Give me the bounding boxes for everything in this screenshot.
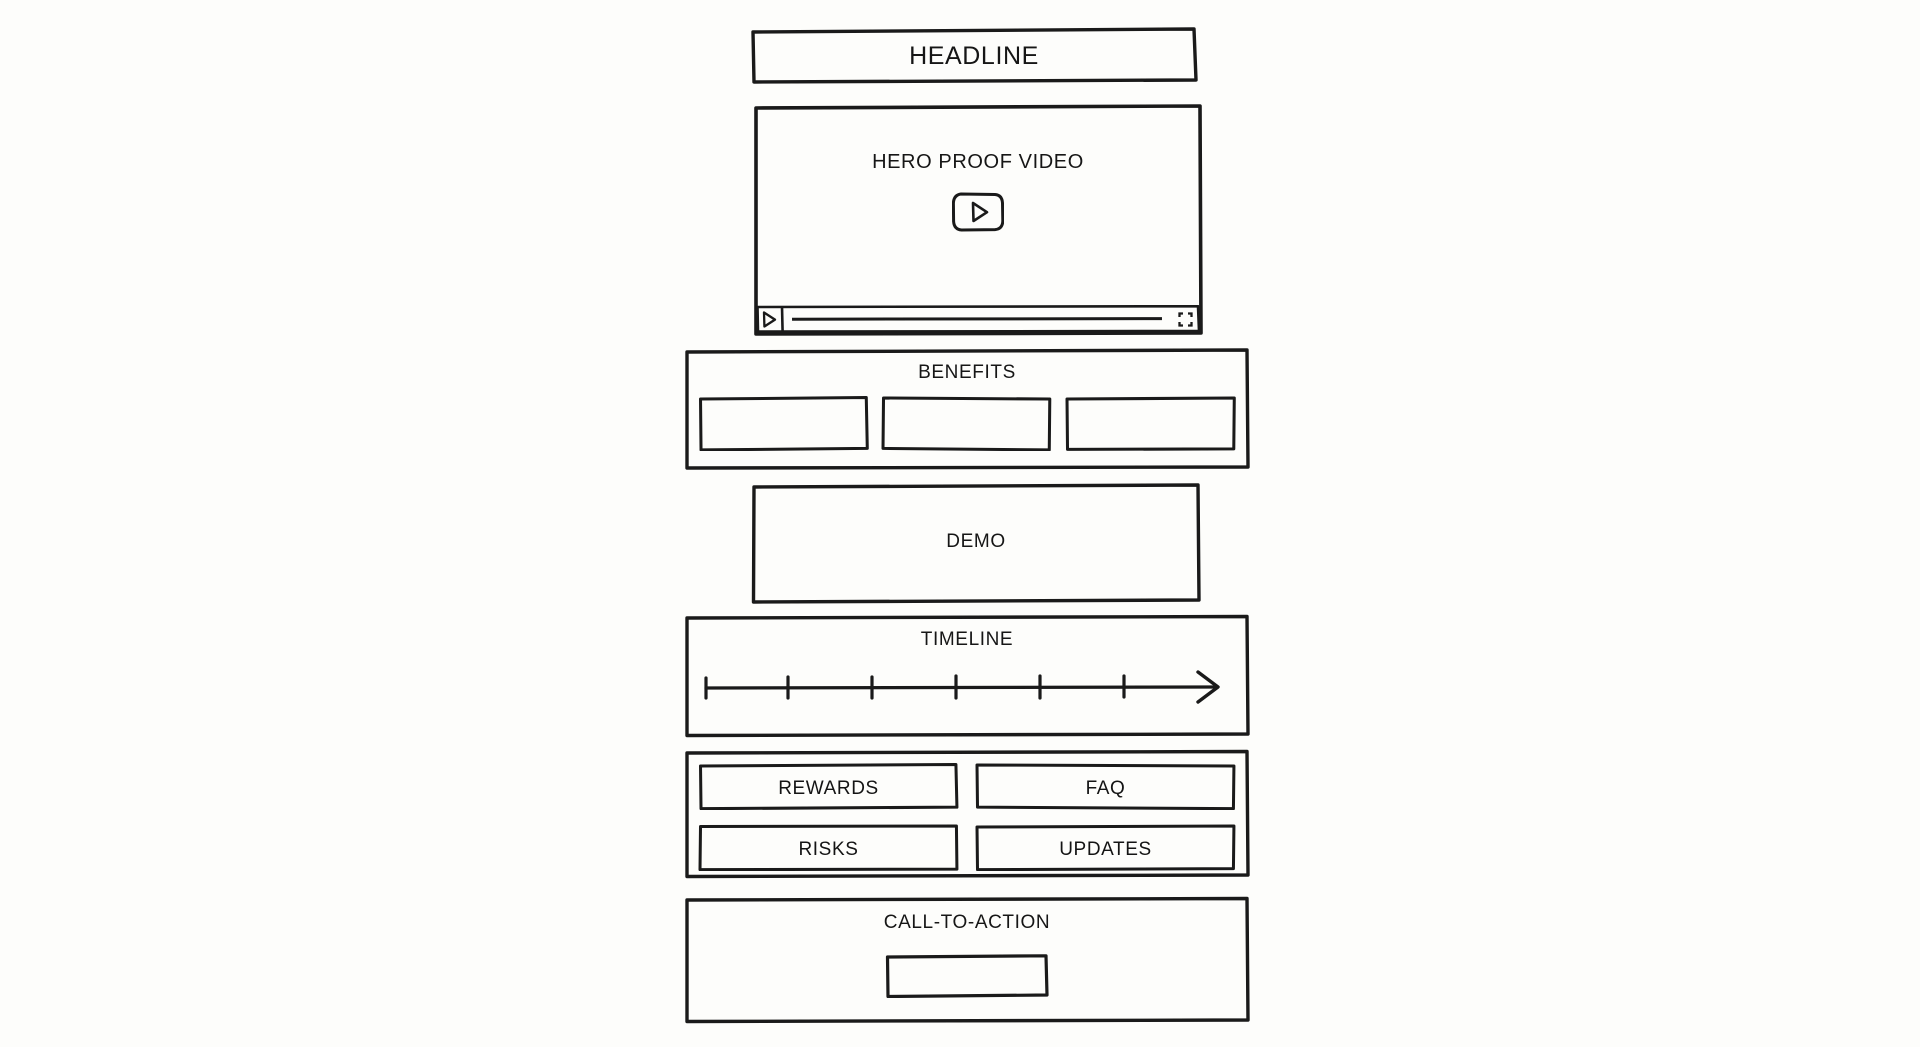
arrow-right-icon <box>1196 670 1220 704</box>
link-tile-updates-label: UPDATES <box>1059 839 1152 861</box>
cta-button[interactable] <box>885 954 1049 999</box>
cta-section: CALL-TO-ACTION <box>684 896 1250 1024</box>
play-badge-icon[interactable] <box>951 192 1005 232</box>
headline-section: HEADLINE <box>750 27 1198 84</box>
link-tile-rewards-label: REWARDS <box>778 778 879 800</box>
cta-title: CALL-TO-ACTION <box>883 912 1051 933</box>
link-tile-faq-label: FAQ <box>1085 778 1126 800</box>
demo-section: DEMO <box>751 483 1201 604</box>
link-tile-risks-label: RISKS <box>798 839 859 861</box>
link-tile-rewards-frame <box>699 763 959 811</box>
video-control-bar[interactable] <box>756 304 1201 333</box>
link-tile-rewards[interactable]: REWARDS <box>698 763 959 815</box>
links-grid: REWARDS FAQ RISKS UPDATES <box>698 763 1236 872</box>
link-tile-updates[interactable]: UPDATES <box>975 824 1236 876</box>
control-bar-frame <box>756 304 1201 333</box>
headline-text: HEADLINE <box>909 42 1039 70</box>
link-tile-faq[interactable]: FAQ <box>975 763 1236 815</box>
fullscreen-icon[interactable] <box>1178 312 1193 327</box>
benefit-card-2[interactable] <box>881 396 1052 452</box>
benefits-section: BENEFITS <box>684 348 1250 470</box>
timeline-section: TIMELINE <box>684 614 1250 738</box>
link-tile-faq-frame <box>975 763 1236 811</box>
benefit-card-1-frame <box>699 396 869 452</box>
play-icon[interactable] <box>762 311 777 328</box>
play-badge-glyph <box>951 192 1005 232</box>
timeline-title: TIMELINE <box>920 629 1014 650</box>
progress-bar[interactable] <box>790 316 1164 322</box>
benefit-card-2-frame <box>881 396 1052 452</box>
cta-button-label <box>885 954 1049 998</box>
demo-title: DEMO <box>946 531 1006 552</box>
timeline-axis <box>702 665 1234 711</box>
benefits-card-row <box>698 396 1236 452</box>
links-section: REWARDS FAQ RISKS UPDATES <box>684 749 1250 879</box>
link-tile-updates-frame <box>975 824 1236 872</box>
benefit-card-3[interactable] <box>1065 396 1236 451</box>
link-tile-risks[interactable]: RISKS <box>698 824 959 876</box>
link-tile-risks-frame <box>698 824 959 872</box>
benefit-card-1[interactable] <box>698 396 869 452</box>
cta-button-frame <box>885 954 1049 999</box>
benefit-card-3-frame <box>1065 396 1236 451</box>
hero-video-section[interactable]: HERO PROOF VIDEO <box>753 104 1203 336</box>
timeline-axis-glyph <box>704 670 1220 704</box>
hero-video-title: HERO PROOF VIDEO <box>872 151 1084 173</box>
benefits-title: BENEFITS <box>918 362 1016 383</box>
